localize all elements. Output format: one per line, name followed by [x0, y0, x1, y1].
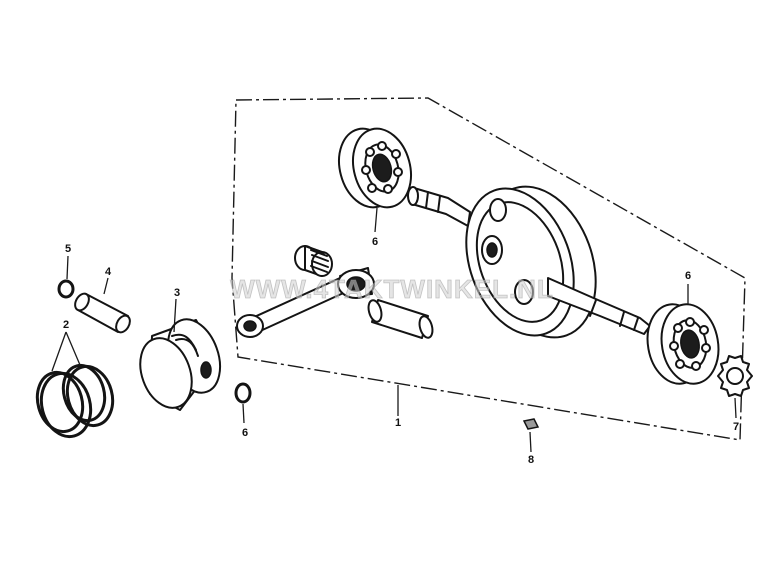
- connecting-rod: [236, 267, 375, 338]
- callout-woodruff-key: 8: [528, 454, 534, 466]
- callout-piston-pin: 4: [105, 266, 112, 278]
- crankshaft: [407, 185, 651, 339]
- nut: [717, 355, 753, 397]
- needle-bearing: [294, 245, 333, 277]
- woodruff-key: [522, 418, 540, 430]
- callout-bearing-left: 6: [372, 236, 378, 248]
- piston-rings: [35, 363, 115, 439]
- bearing-right: [646, 303, 720, 385]
- callout-piston-rings: 2: [63, 319, 69, 331]
- pin-clip: [57, 279, 75, 299]
- callout-piston: 3: [174, 287, 180, 299]
- piston-pin: [74, 292, 131, 334]
- callout-nut: 7: [733, 421, 739, 433]
- small-washer: [234, 382, 252, 404]
- assembly-boundary: [231, 97, 746, 441]
- crank-pin: [367, 299, 434, 339]
- callout-pin-clip: 5: [65, 243, 71, 255]
- bearing-left: [338, 127, 412, 209]
- piston: [139, 318, 222, 411]
- watermark-text: WWW.4TAKTWINKEL.NL: [230, 274, 554, 304]
- callout-bearing-right: 6: [685, 270, 691, 282]
- callout-assembly: 1: [395, 417, 401, 429]
- callout-small-washer: 6: [242, 427, 248, 439]
- leader-lines: [51, 207, 737, 453]
